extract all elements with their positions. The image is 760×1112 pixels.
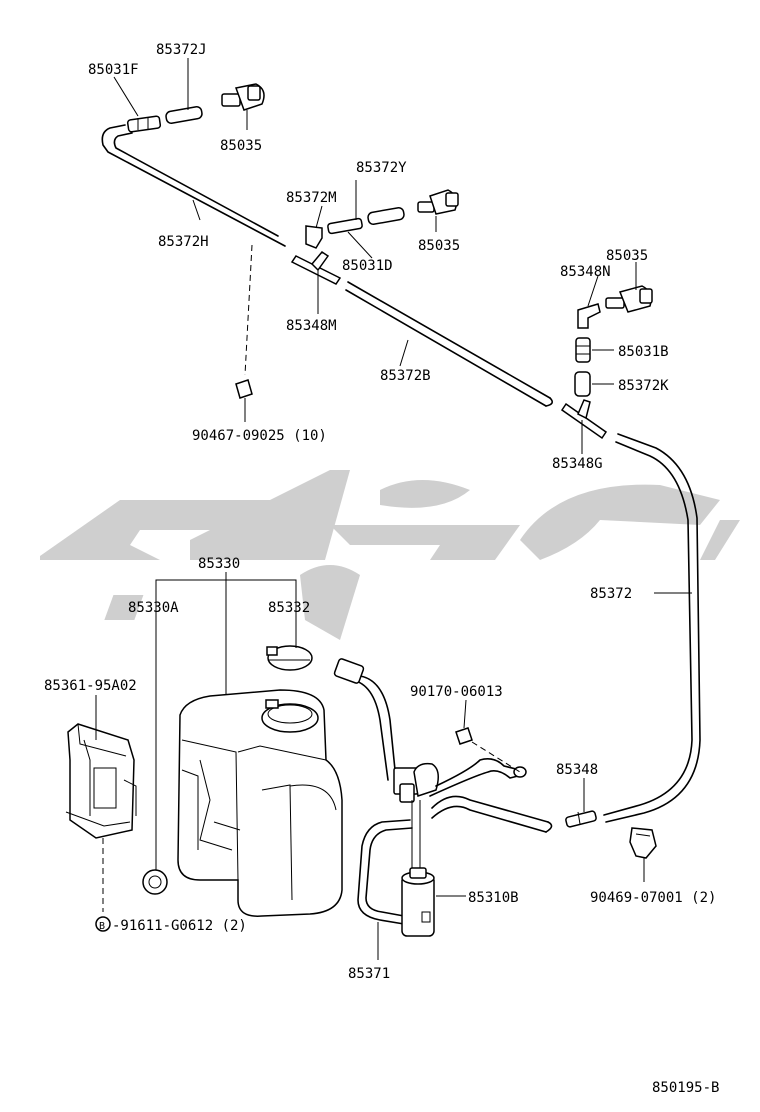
label-85031F: 85031F <box>88 62 139 78</box>
clip-90467 <box>235 379 253 399</box>
clip-90469 <box>629 827 657 859</box>
tee-85348M <box>290 251 342 285</box>
label-85372: 85372 <box>590 586 632 602</box>
washer-tank-85330 <box>177 689 343 917</box>
label-85372B: 85372B <box>380 368 431 384</box>
grommet-85330A <box>142 869 168 895</box>
bracket-85361 <box>65 723 137 839</box>
label-85348N: 85348N <box>560 264 611 280</box>
hose-85372Y <box>367 207 405 225</box>
label-85031D: 85031D <box>342 258 393 274</box>
pump-hoses <box>411 758 553 878</box>
hose-85372J <box>165 106 203 124</box>
label-85031B: 85031B <box>618 344 669 360</box>
label-85330: 85330 <box>198 556 240 572</box>
diagram-id: 850195-B <box>652 1080 719 1096</box>
label-85332: 85332 <box>268 600 310 616</box>
label-85035-top: 85035 <box>220 138 262 154</box>
label-85348M: 85348M <box>286 318 337 334</box>
hose-85372B <box>345 281 554 407</box>
bolt-marker: B <box>95 916 111 932</box>
wire-harness <box>333 658 397 781</box>
pump-85310B <box>401 867 435 937</box>
label-85348: 85348 <box>556 762 598 778</box>
hose-85371 <box>357 819 413 925</box>
label-90467: 90467-09025 (10) <box>192 428 327 444</box>
label-91611: -91611-G0612 (2) <box>112 918 247 934</box>
label-85035-right: 85035 <box>606 248 648 264</box>
tee-85348G <box>560 399 608 440</box>
bolt-marker-letter: B <box>99 921 105 932</box>
pump-connector <box>393 762 439 803</box>
label-85310B: 85310B <box>468 890 519 906</box>
elbow-85372M <box>305 225 323 249</box>
elbow-85348N <box>577 303 601 329</box>
cap-85332 <box>266 645 313 671</box>
label-85330A: 85330A <box>128 600 179 616</box>
label-90469: 90469-07001 (2) <box>590 890 716 906</box>
hose-85372 <box>603 433 701 823</box>
label-85372K: 85372K <box>618 378 669 394</box>
connector-85031F <box>126 115 162 133</box>
hose-85372H <box>101 124 286 247</box>
clip-guide-line <box>244 244 253 376</box>
nozzle-85035-right <box>605 285 653 313</box>
hose-85372K <box>574 371 591 397</box>
clip-90170 <box>455 727 473 745</box>
label-90170: 90170-06013 <box>410 684 503 700</box>
connector-85031D <box>327 217 363 235</box>
label-85361: 85361-95A02 <box>44 678 137 694</box>
label-85372Y: 85372Y <box>356 160 407 176</box>
nozzle-85035-mid <box>417 189 459 215</box>
label-85371: 85371 <box>348 966 390 982</box>
label-85348G: 85348G <box>552 456 603 472</box>
nozzle-85035-top <box>221 83 265 111</box>
watermark-logo <box>40 470 740 640</box>
label-85372H: 85372H <box>158 234 209 250</box>
tank-filler-neck <box>261 699 319 733</box>
label-85372M: 85372M <box>286 190 337 206</box>
connector-85031B <box>575 337 591 363</box>
check-valve-85348 <box>565 810 597 828</box>
label-85035-mid: 85035 <box>418 238 460 254</box>
label-85372J: 85372J <box>156 42 207 58</box>
